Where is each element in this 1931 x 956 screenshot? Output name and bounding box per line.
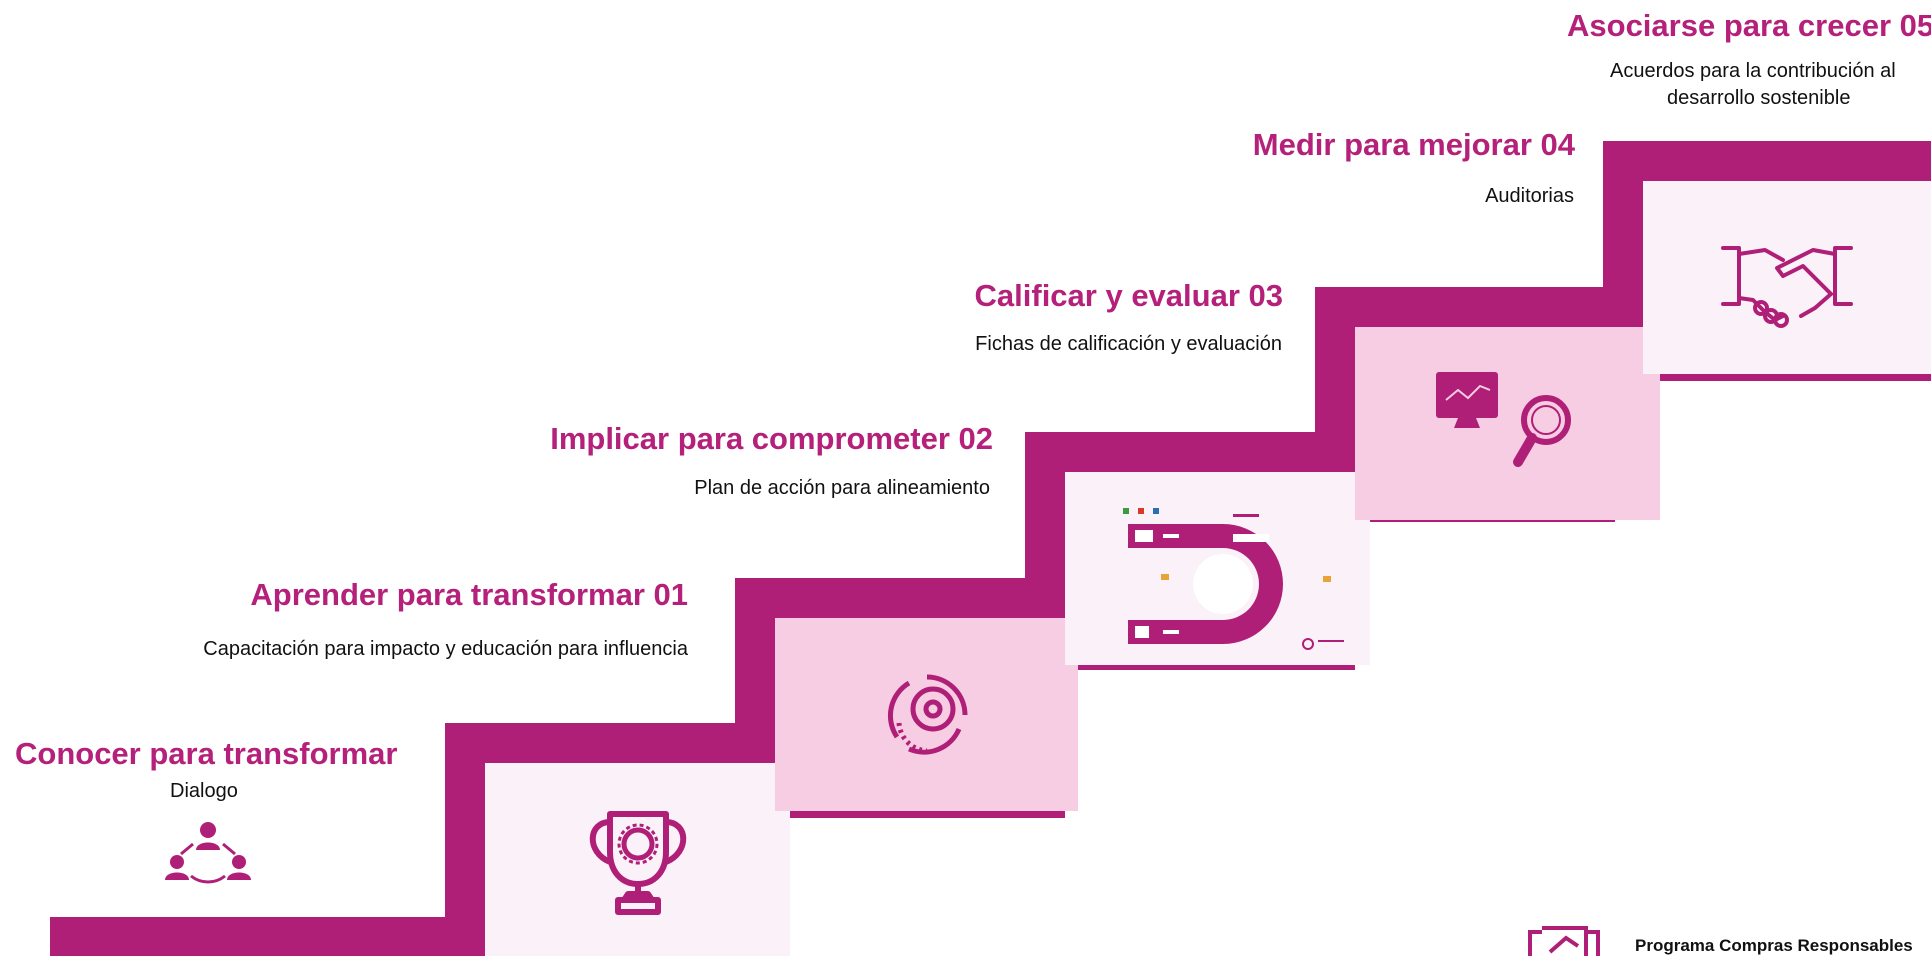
step-desc-2: Plan de acción para alineamiento	[694, 477, 990, 499]
target-chart-icon	[887, 674, 967, 755]
step-desc-4: Auditorias	[1485, 185, 1574, 207]
program-logo-icon	[1528, 926, 1600, 956]
people-network-icon	[165, 822, 251, 884]
step-desc-5-line1: Acuerdos para la contribución al	[1610, 60, 1896, 82]
step-title-3: Calificar y evaluar 03	[974, 278, 1283, 313]
stair-step-0	[50, 917, 495, 956]
step-title-4: Medir para mejorar 04	[1252, 127, 1575, 162]
step-title-1: Aprender para transformar 01	[250, 577, 688, 612]
panel-handshake	[1643, 181, 1931, 374]
trophy-icon	[589, 810, 686, 915]
step-title-2: Implicar para comprometer 02	[550, 421, 993, 456]
step-desc-0: Dialogo	[170, 780, 238, 802]
step-desc-3: Fichas de calificación y evaluación	[975, 333, 1282, 355]
handshake-icon	[1721, 245, 1853, 328]
panel-process-diagram	[1065, 472, 1370, 665]
step-title-0: Conocer para transformar	[15, 736, 398, 771]
panel-target	[775, 618, 1078, 811]
process-diagram-icon	[1122, 507, 1344, 650]
step-title-5: Asociarse para crecer 05	[1567, 8, 1931, 43]
monitor-magnifier-icon	[1435, 371, 1571, 467]
panel-monitor-magnifier	[1355, 327, 1660, 520]
program-label: Programa Compras Responsables	[1635, 936, 1913, 955]
step-desc-1: Capacitación para impacto y educación pa…	[203, 638, 688, 660]
panel-trophy	[485, 763, 790, 956]
step-desc-5-line2: desarrollo sostenible	[1667, 87, 1851, 109]
